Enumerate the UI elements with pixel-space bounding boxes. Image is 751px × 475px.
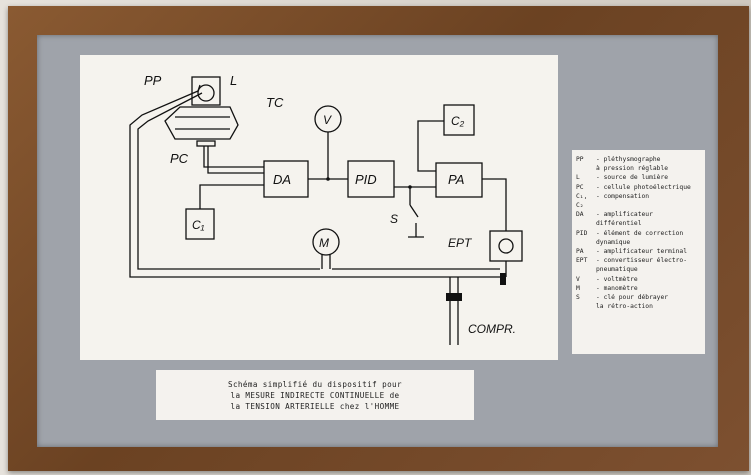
lamp-bulb — [198, 85, 214, 101]
label-compr: COMPR. — [468, 322, 516, 336]
diagram-sheet: PP L TC PC V C₂ DA PID PA C₁ S EPT M COM… — [80, 55, 558, 360]
legend-item: PP- pléthysmographe — [576, 155, 701, 164]
label-c1: C₁ — [192, 218, 205, 232]
label-pa: PA — [448, 172, 464, 187]
ept-circle — [499, 239, 513, 253]
caption-line: la TENSION ARTERIELLE chez l'HOMME — [156, 401, 474, 412]
legend-item: PC- cellule photoélectrique — [576, 183, 701, 192]
label-pp: PP — [144, 73, 162, 88]
label-ept: EPT — [448, 236, 473, 250]
manometer-stem — [322, 255, 330, 269]
legend-item-cont: dynamique — [576, 238, 701, 247]
label-c2: C₂ — [451, 114, 465, 128]
legend-item-cont: à pression réglable — [576, 164, 701, 173]
photocell — [197, 141, 215, 146]
box-ept — [490, 231, 522, 261]
label-v: V — [323, 113, 332, 127]
legend-item-cont: pneumatique — [576, 265, 701, 274]
legend-item: M- manomètre — [576, 284, 701, 293]
label-m: M — [319, 236, 329, 250]
wire-pa-ept — [482, 179, 506, 231]
legend-item: PA- amplificateur terminal — [576, 247, 701, 256]
switch-s — [408, 187, 424, 237]
label-pc: PC — [170, 151, 189, 166]
tube-inner — [138, 93, 320, 269]
label-s: S — [390, 212, 398, 226]
legend-item: C₁, C₂- compensation — [576, 192, 701, 210]
legend-item: PID- élément de correction — [576, 229, 701, 238]
finger-lines — [175, 117, 230, 129]
label-l: L — [230, 73, 237, 88]
block-diagram: PP L TC PC V C₂ DA PID PA C₁ S EPT M COM… — [80, 55, 558, 360]
wire-pc-da — [208, 146, 264, 173]
finger-sensor — [165, 107, 238, 139]
compr-inlet — [450, 277, 458, 345]
legend-item: S- clé pour débrayer — [576, 293, 701, 302]
legend-card: PP- pléthysmographe à pression réglable … — [572, 150, 705, 354]
caption-card: Schéma simplifié du dispositif pour la M… — [156, 370, 474, 420]
legend-item-cont: la rétro-action — [576, 302, 701, 311]
legend-item: L- source de lumière — [576, 173, 701, 182]
legend-item: V- voltmètre — [576, 275, 701, 284]
label-pid: PID — [355, 172, 377, 187]
wire-pc-da-2 — [204, 146, 264, 167]
caption-line: Schéma simplifié du dispositif pour — [156, 379, 474, 390]
wire-c1-da — [200, 185, 264, 209]
legend-item: DA- amplificateur différentiel — [576, 210, 701, 228]
label-da: DA — [273, 172, 291, 187]
caption-line: la MESURE INDIRECTE CONTINUELLE de — [156, 390, 474, 401]
legend-item: EPT- convertisseur électro- — [576, 256, 701, 265]
label-tc: TC — [266, 95, 284, 110]
